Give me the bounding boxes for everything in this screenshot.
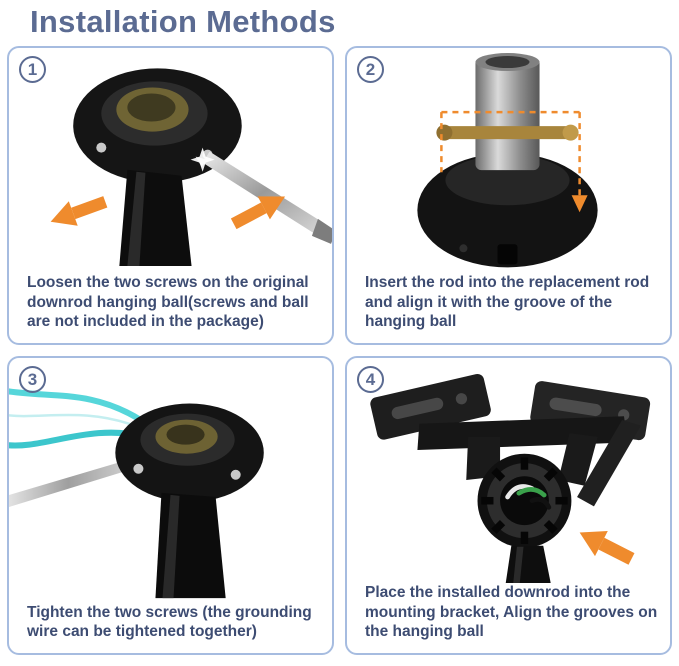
step-panel-3: 3 (7, 356, 334, 655)
step-4-photo (370, 373, 651, 584)
screwdriver (190, 147, 332, 244)
step-2-illustration (347, 48, 670, 273)
screw-left (133, 463, 144, 474)
downrod (505, 545, 551, 584)
page-title: Installation Methods (30, 4, 336, 39)
loosen-arrow-right-icon (230, 196, 286, 230)
step-2-photo (417, 53, 598, 268)
downrod (119, 169, 192, 266)
step-3-illustration (9, 358, 332, 603)
step-number-2: 2 (357, 56, 384, 83)
step-number-3: 3 (19, 366, 46, 393)
step-1-photo (50, 68, 332, 266)
hanging-ball (417, 153, 598, 268)
step-caption-1: Loosen the two screws on the original do… (27, 274, 309, 330)
screw-left (96, 142, 107, 153)
ball-grooves (481, 457, 568, 544)
hanging-ball (73, 68, 242, 183)
alignment-guide (440, 110, 581, 197)
fan-wires (505, 484, 552, 510)
step-number-4: 4 (357, 366, 384, 393)
cross-pin (436, 124, 579, 141)
hanging-ball (115, 403, 264, 502)
sparkle-icon (190, 147, 215, 172)
screw-right (230, 469, 241, 480)
step-caption-3: Tighten the two screws (the grounding wi… (27, 603, 312, 640)
align-arrow-icon (571, 195, 588, 213)
step-number-2-label: 2 (365, 59, 376, 79)
step-caption-2: Insert the rod into the replacement rod … (365, 274, 650, 330)
step-panel-2: 2 (345, 46, 672, 345)
mounting-bracket (370, 373, 651, 507)
step-number-3-label: 3 (27, 369, 38, 389)
step-panel-1: 1 (7, 46, 334, 345)
step-1-illustration (9, 48, 332, 273)
loosen-arrow-left-icon (50, 196, 108, 226)
ball-groove (497, 244, 518, 265)
steps-grid: 1 (0, 42, 679, 662)
step-caption-4: Place the installed downrod into the mou… (365, 584, 658, 640)
place-arrow-icon (579, 531, 635, 565)
step-number-1: 1 (19, 56, 46, 83)
step-4-illustration (347, 358, 670, 584)
hanging-ball-in-bracket (477, 453, 572, 548)
replacement-rod (475, 53, 540, 171)
downrod (155, 492, 226, 599)
step-3-photo (9, 388, 264, 599)
step-number-4-label: 4 (365, 369, 376, 389)
step-panel-4: 4 (345, 356, 672, 655)
step-number-1-label: 1 (27, 59, 38, 79)
